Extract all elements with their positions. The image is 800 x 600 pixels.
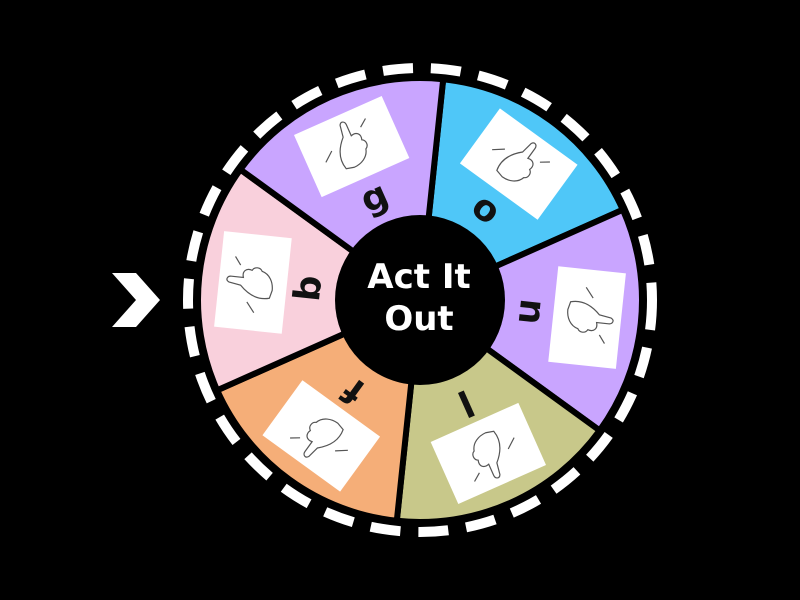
hand-sign-o-picture xyxy=(459,108,578,220)
segment-label-n: n xyxy=(510,297,553,327)
wheel-title-line-1: Act It xyxy=(367,257,470,297)
hand-sign-b-picture xyxy=(214,231,292,334)
chevron-right-icon[interactable] xyxy=(112,273,160,327)
wheel-segment-n[interactable] xyxy=(414,205,645,435)
hand-sign-f-picture xyxy=(262,380,381,492)
hand-sign-g-picture xyxy=(293,95,410,198)
segment-label-b: b xyxy=(287,273,330,303)
wheel-hub[interactable] xyxy=(335,215,505,385)
hand-sign-l-picture xyxy=(430,402,547,505)
wheel-segment-b[interactable] xyxy=(195,165,426,395)
wheel-title-line-2: Out xyxy=(384,299,453,339)
hand-sign-n-picture xyxy=(548,266,626,369)
wheel-rim xyxy=(183,63,657,537)
